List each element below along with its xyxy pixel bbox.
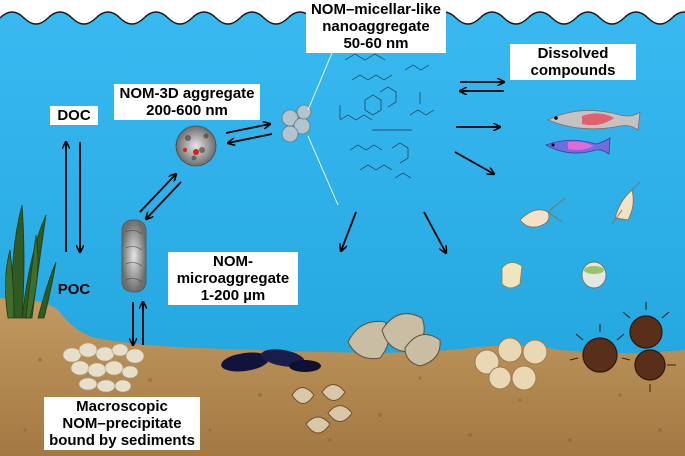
label-microaggregate: NOM- microaggregate 1-200 µm [168,252,298,305]
label-precipitate-line-2: NOM–precipitate [62,415,182,432]
nom-3d-aggregate-icon [175,125,217,167]
fish-icon [545,110,641,155]
label-micellar-nanoaggregate: NOM–micellar-like nanoaggregate 50-60 nm [306,0,446,53]
arrow-to-benthos-2 [423,211,446,253]
label-precipitate-line-1: Macroscopic [76,398,168,415]
label-dissolved-line-2: compounds [530,62,616,79]
label-micellar-line-1: NOM–micellar-like [310,1,442,18]
label-precipitate-line-3: bound by sediments [49,432,195,449]
label-doc-text: DOC [57,107,91,124]
arrow-micelle-to-3d [228,133,273,143]
urchin-icon [569,302,676,392]
mussel-icon [221,349,321,372]
pebbles [62,342,145,393]
shell-icon [474,337,548,391]
label-3d-line-2: 200-600 nm [146,102,228,119]
label-macroscopic-precipitate: Macroscopic NOM–precipitate bound by sed… [44,397,200,450]
label-micellar-line-2: nanoaggregate [322,18,430,35]
label-micro-line-2: microaggregate [176,270,290,287]
label-3d-aggregate: NOM-3D aggregate 200-600 nm [114,84,260,120]
seagrass-icon [5,204,57,319]
process-arrows [66,82,504,345]
label-3d-line-1: NOM-3D aggregate [119,85,255,102]
oyster-icon [347,313,441,367]
arrow-3d-to-micro [146,181,182,219]
label-micro-line-1: NOM- [213,253,253,270]
larva-icon [501,261,607,289]
arrow-to-plankton [454,151,494,174]
nom-micelle-cluster-icon [281,104,312,143]
arrow-micro-to-3d [139,174,176,213]
molecule-sketch-icon [339,53,435,179]
label-poc: POC [50,280,98,299]
arrow-3d-to-micelle [225,124,270,134]
label-doc: DOC [50,106,98,125]
label-dissolved-compounds: Dissolved compounds [510,44,636,80]
label-poc-text: POC [57,281,91,298]
label-dissolved-line-1: Dissolved [537,45,609,62]
arrow-to-benthos-1 [341,211,357,251]
label-micellar-line-3: 50-60 nm [343,35,409,52]
shrimp-icon [519,181,641,228]
nom-microaggregate-icon [121,219,147,293]
label-micro-line-3: 1-200 µm [200,287,266,304]
clam-icon [291,384,353,434]
